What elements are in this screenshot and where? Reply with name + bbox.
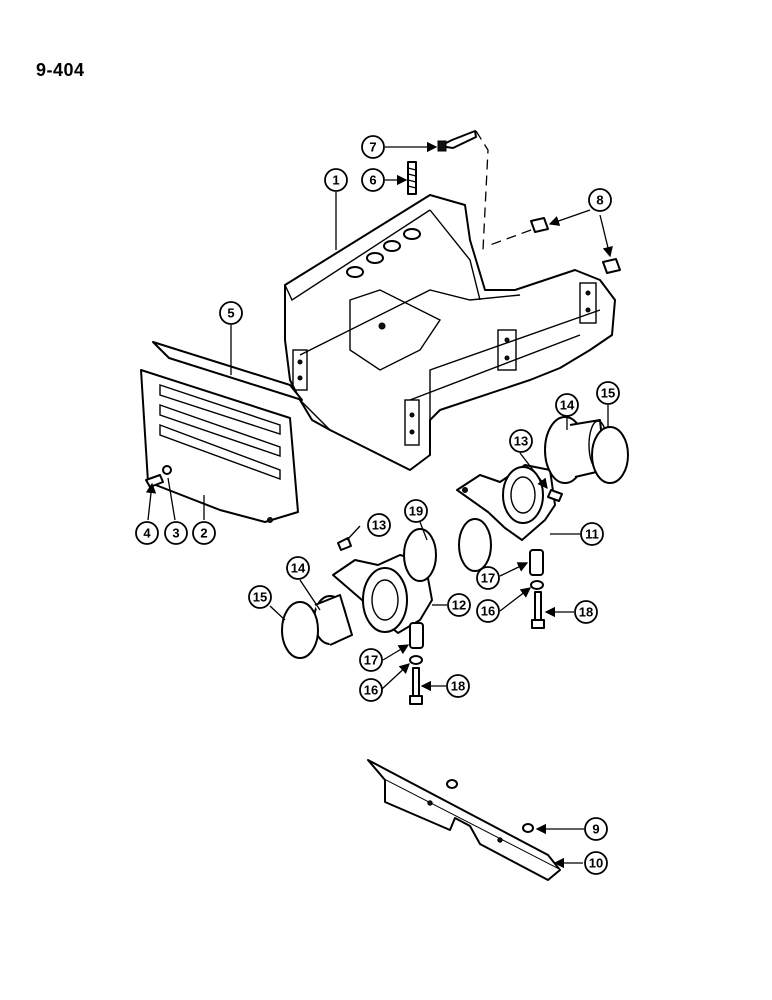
callout-16-right: 16 [476, 599, 500, 623]
callout-7: 7 [361, 135, 385, 159]
svg-text:19: 19 [409, 504, 423, 519]
left-grease-fitting [337, 537, 352, 551]
stud [407, 161, 417, 195]
page-number: 9-404 [36, 60, 85, 80]
svg-text:13: 13 [514, 434, 528, 449]
callout-14-left: 14 [286, 556, 310, 580]
svg-text:6: 6 [369, 173, 376, 188]
right-o-ring [591, 426, 629, 484]
left-bushing [313, 594, 353, 646]
bosses [297, 228, 591, 435]
svg-text:15: 15 [601, 386, 615, 401]
front-support-casting [284, 194, 616, 471]
svg-text:10: 10 [589, 856, 603, 871]
callout-10: 10 [584, 851, 608, 875]
callout-11: 11 [580, 522, 604, 546]
callout-5: 5 [219, 301, 243, 325]
hex-nut [522, 823, 534, 833]
svg-text:4: 4 [143, 526, 151, 541]
dowel-pins [530, 217, 621, 274]
callout-6: 6 [361, 168, 385, 192]
callout-17-left: 17 [359, 648, 383, 672]
callout-18-right: 18 [574, 600, 598, 624]
callout-4: 4 [135, 521, 159, 545]
nut-on-bracket [446, 779, 458, 789]
front-cover-panel [140, 341, 303, 523]
svg-text:13: 13 [372, 518, 386, 533]
svg-text:2: 2 [200, 526, 207, 541]
svg-text:16: 16 [481, 604, 495, 619]
right-grease-fitting [547, 489, 563, 502]
left-bearing-housing [332, 554, 433, 634]
callout-17-right: 17 [476, 566, 500, 590]
right-spacer [529, 549, 544, 576]
lower-bracket [367, 759, 561, 881]
callout-18-left: 18 [446, 674, 470, 698]
seal-ring [458, 518, 492, 572]
left-bolt [409, 667, 423, 705]
callout-14-right: 14 [555, 393, 579, 417]
svg-text:7: 7 [369, 140, 376, 155]
callout-1: 1 [324, 168, 348, 192]
callout-8: 8 [588, 188, 612, 212]
thrust-ring [403, 528, 437, 582]
callout-15-right: 15 [596, 381, 620, 405]
callout-15-left: 15 [248, 585, 272, 609]
svg-text:3: 3 [172, 526, 179, 541]
svg-text:9: 9 [592, 822, 599, 837]
callout-16-left: 16 [359, 678, 383, 702]
callout-9: 9 [584, 817, 608, 841]
svg-text:8: 8 [596, 193, 603, 208]
callout-19: 19 [404, 499, 428, 523]
svg-text:14: 14 [291, 561, 306, 576]
svg-text:12: 12 [452, 598, 466, 613]
callout-3: 3 [164, 521, 188, 545]
svg-text:11: 11 [585, 527, 599, 542]
svg-text:17: 17 [364, 653, 378, 668]
left-o-ring [281, 601, 319, 659]
cap-screw [437, 130, 477, 152]
callout-12: 12 [447, 593, 471, 617]
callout-13-left: 13 [367, 513, 391, 537]
svg-text:1: 1 [332, 173, 339, 188]
callout-13-right: 13 [509, 429, 533, 453]
svg-text:18: 18 [579, 605, 593, 620]
right-bearing-housing [456, 464, 556, 541]
left-spacer [409, 622, 424, 649]
svg-text:16: 16 [364, 683, 378, 698]
svg-text:18: 18 [451, 679, 465, 694]
left-washer [409, 655, 423, 665]
svg-text:5: 5 [227, 306, 234, 321]
svg-text:15: 15 [253, 590, 267, 605]
svg-text:14: 14 [560, 398, 575, 413]
callout-2: 2 [192, 521, 216, 545]
svg-text:17: 17 [481, 571, 495, 586]
right-bolt [531, 591, 545, 629]
leader-lines [145, 141, 613, 869]
right-washer [530, 580, 544, 590]
